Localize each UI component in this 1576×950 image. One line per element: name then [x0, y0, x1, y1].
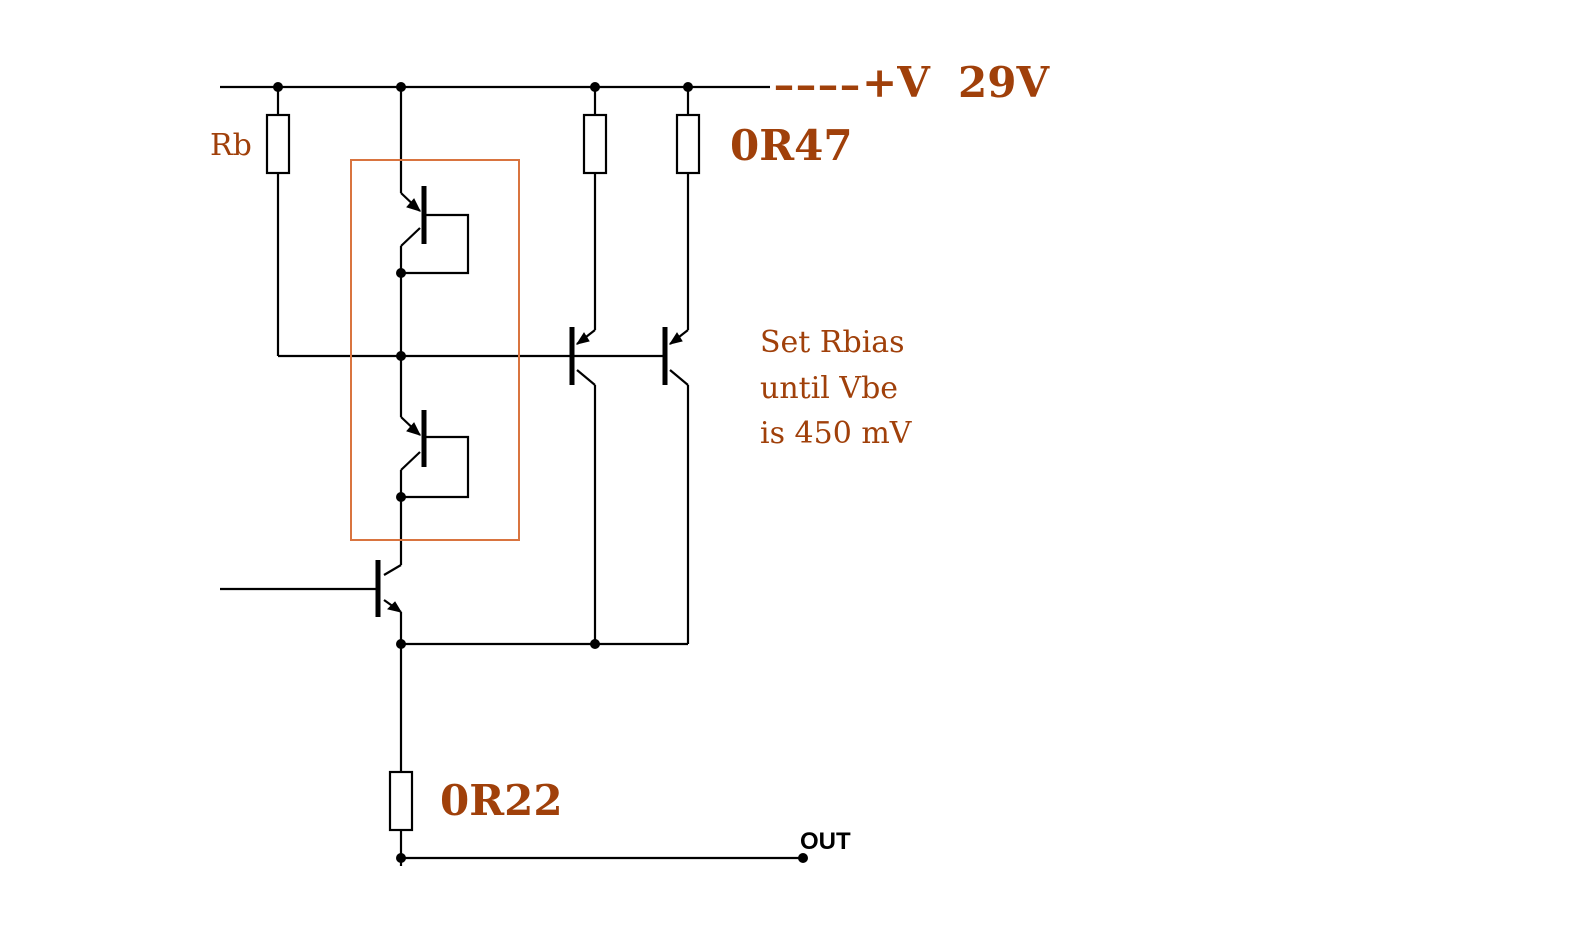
supply-voltage-label: 29V: [958, 58, 1050, 107]
emitter-resistor-1: [582, 113, 608, 175]
note-line-2: until Vbe: [760, 371, 898, 406]
diode-transistor-bottom: [401, 410, 470, 499]
output-transistor-2: [572, 87, 701, 644]
note-line-3: is 450 mV: [760, 416, 913, 451]
output-label: OUT: [800, 828, 851, 855]
rb-label: Rb: [210, 128, 252, 163]
driver-transistor: [220, 560, 403, 617]
junction-dots: [273, 82, 808, 863]
supply-dashes-label: ----: [773, 66, 861, 106]
supply-label: +V: [862, 58, 931, 107]
output-stage: [388, 642, 803, 866]
emitter-resistor-0r22: [388, 770, 414, 832]
base-resistor-branch: [265, 87, 572, 358]
emitter-resistor-top-label: 0R47: [730, 121, 853, 170]
emitter-resistor-bottom-label: 0R22: [440, 776, 563, 825]
diode-transistor-top: [401, 186, 470, 275]
emitter-resistor-2: [675, 113, 701, 175]
output-transistor-1: [569, 87, 608, 644]
rb-resistor: [265, 113, 291, 175]
vbe-multiplier-box: [350, 159, 520, 541]
note-line-1: Set Rbias: [760, 325, 905, 360]
